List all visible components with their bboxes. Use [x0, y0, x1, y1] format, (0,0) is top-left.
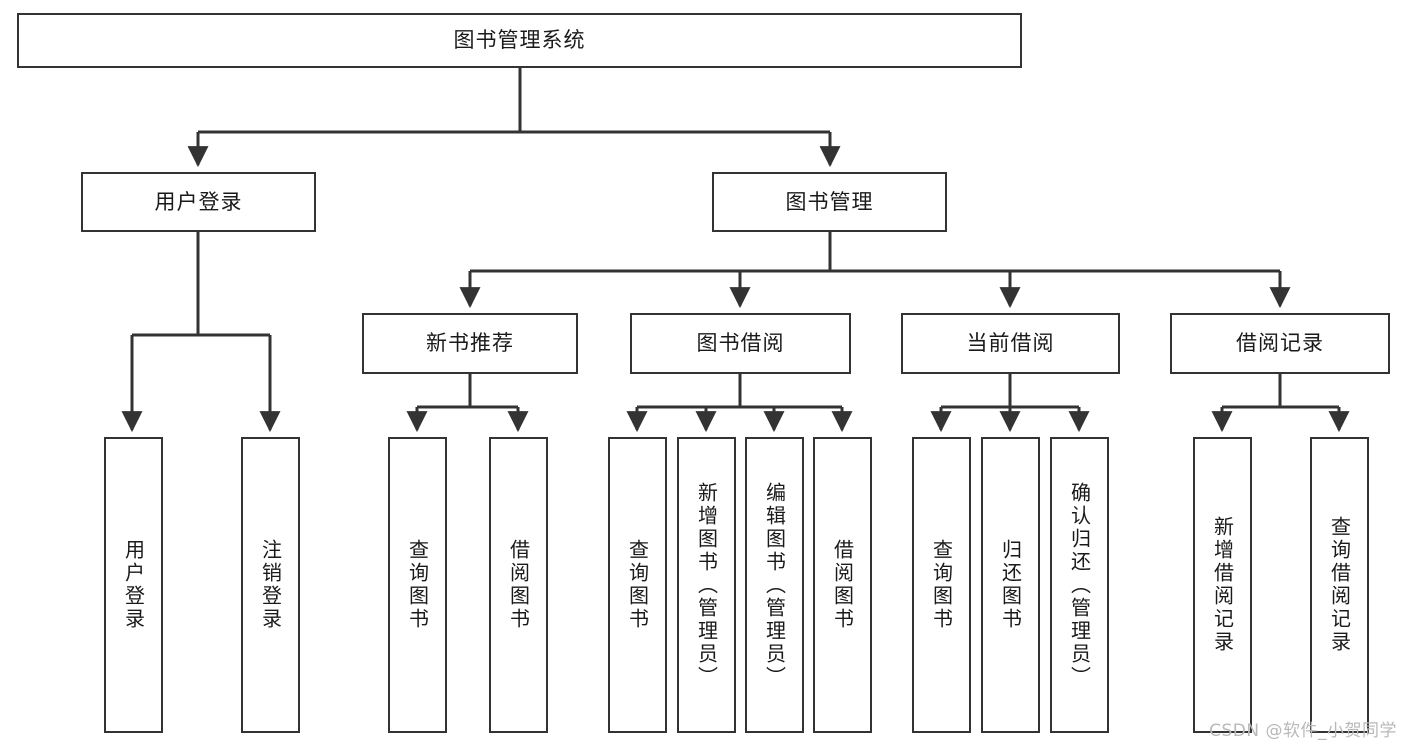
leaf-current-borrow-query[interactable]: 查询图书: [912, 437, 971, 733]
leaf-user-login-login[interactable]: 用户登录: [104, 437, 163, 733]
leaf-book-borrow-edit[interactable]: 编辑图书（管理员）: [745, 437, 804, 733]
leaf-new-book-borrow[interactable]: 借阅图书: [489, 437, 548, 733]
node-current-borrow[interactable]: 当前借阅: [901, 313, 1120, 374]
leaf-current-borrow-return[interactable]: 归还图书: [981, 437, 1040, 733]
leaf-book-borrow-add[interactable]: 新增图书（管理员）: [677, 437, 736, 733]
leaf-borrow-record-query[interactable]: 查询借阅记录: [1310, 437, 1369, 733]
node-root-system[interactable]: 图书管理系统: [17, 13, 1022, 68]
node-book-management[interactable]: 图书管理: [712, 172, 947, 232]
node-user-login[interactable]: 用户登录: [81, 172, 316, 232]
leaf-current-borrow-confirm-return[interactable]: 确认归还（管理员）: [1050, 437, 1109, 733]
node-book-borrow[interactable]: 图书借阅: [630, 313, 851, 374]
leaf-new-book-query[interactable]: 查询图书: [388, 437, 447, 733]
leaf-book-borrow-borrow[interactable]: 借阅图书: [813, 437, 872, 733]
leaf-book-borrow-query[interactable]: 查询图书: [608, 437, 667, 733]
leaf-user-login-logout[interactable]: 注销登录: [241, 437, 300, 733]
leaf-borrow-record-add[interactable]: 新增借阅记录: [1193, 437, 1252, 733]
csdn-watermark: CSDN @软件_小贺同学: [1209, 721, 1397, 741]
node-new-book-recommend[interactable]: 新书推荐: [362, 313, 578, 374]
node-borrow-record[interactable]: 借阅记录: [1170, 313, 1390, 374]
